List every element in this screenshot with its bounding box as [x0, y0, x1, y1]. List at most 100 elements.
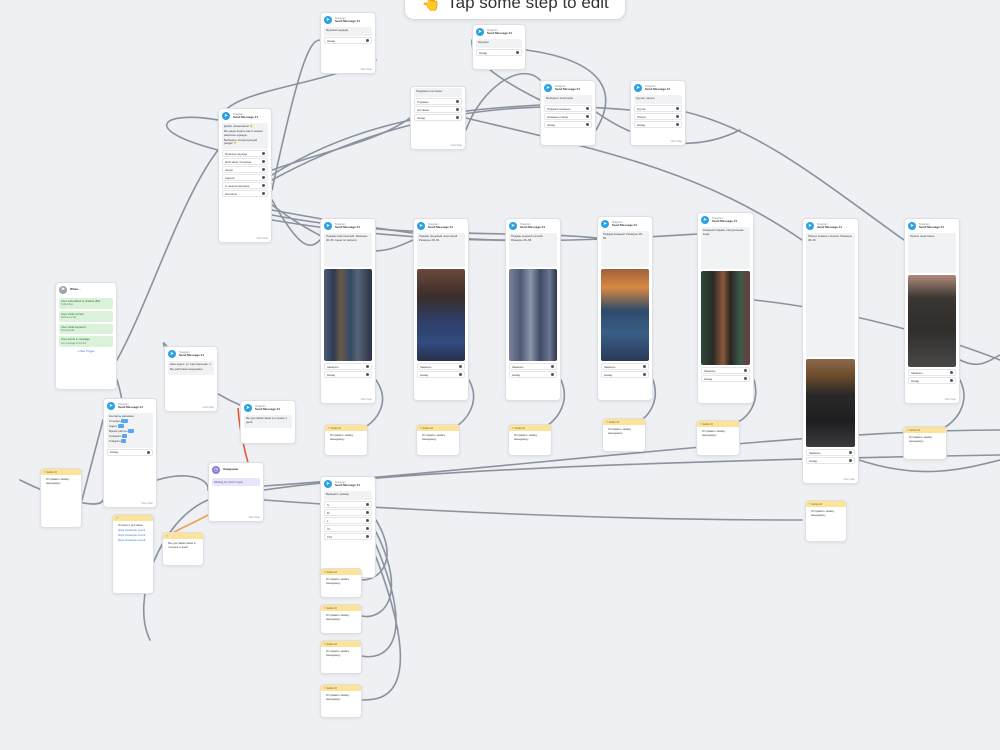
connector-dot[interactable] — [551, 373, 554, 376]
size-button[interactable]: S — [324, 501, 372, 509]
connector-dot[interactable] — [262, 160, 265, 164]
connector-dot[interactable] — [586, 107, 589, 111]
reply-button[interactable]: Назад — [544, 121, 592, 129]
size-button[interactable]: XXL — [324, 533, 372, 541]
action-node[interactable]: ⚡ Action # Отправить заявку менеджеру — [805, 500, 847, 542]
action-node[interactable]: ⚡ Action # Отправить заявку менеджеру — [696, 420, 740, 456]
message-node[interactable]: Пиджаки и костюмы Пиджаки Костюмы Назад … — [410, 86, 466, 150]
connector-dot[interactable] — [456, 100, 459, 104]
connector-dot[interactable] — [643, 373, 646, 376]
reply-button[interactable]: Назад — [324, 37, 372, 45]
reply-button[interactable]: Пиджаки кожаные — [544, 105, 592, 113]
reply-button[interactable]: Заказать — [324, 363, 372, 370]
connector-dot[interactable] — [262, 192, 265, 196]
reply-button[interactable]: Заказать — [806, 449, 855, 456]
menu-button[interactable]: Контакты — [222, 190, 268, 198]
connector-dot[interactable] — [849, 459, 852, 462]
connector-dot[interactable] — [456, 116, 459, 120]
reply-button[interactable]: Назад — [806, 457, 855, 464]
connector-dot[interactable] — [366, 527, 369, 531]
reply-button[interactable]: Назад — [417, 371, 465, 378]
connector-dot[interactable] — [551, 365, 554, 368]
menu-button[interactable]: О нашем магазине — [222, 182, 268, 190]
menu-button[interactable]: Мой заказ / Корзина — [222, 158, 268, 166]
connector-dot[interactable] — [366, 535, 369, 539]
connector-dot[interactable] — [366, 519, 369, 523]
reply-button[interactable]: Заказать — [701, 367, 750, 374]
action-node[interactable]: ⚡ Action #Отправить заявку менеджеру — [320, 568, 362, 598]
action-node[interactable]: ⚡ Action #Отправить заявку менеджеру — [320, 684, 362, 718]
connector-dot[interactable] — [676, 107, 679, 111]
reply-button[interactable]: Заказать — [601, 363, 649, 370]
connector-dot[interactable] — [366, 365, 369, 368]
link-text[interactable]: https://example.com/1 — [118, 528, 146, 533]
connector-dot[interactable] — [643, 365, 646, 368]
reply-button[interactable]: Назад — [324, 371, 372, 378]
link-text[interactable]: https://example.com/3 — [118, 538, 146, 543]
connector-dot[interactable] — [676, 115, 679, 119]
reply-button[interactable]: Назад — [908, 377, 956, 384]
connector-dot[interactable] — [459, 365, 462, 368]
connector-dot[interactable] — [459, 373, 462, 376]
connector-dot[interactable] — [456, 108, 459, 112]
reply-button[interactable]: Назад — [601, 371, 649, 378]
connector-dot[interactable] — [147, 450, 150, 454]
menu-button[interactable]: Адреса — [222, 174, 268, 182]
reply-button[interactable]: Пиджаки — [414, 98, 462, 106]
action-node[interactable]: ⚡ Мы доставим заказ в течение 2 дней — [162, 532, 204, 566]
reply-button[interactable]: Назад — [701, 375, 750, 382]
connector-dot[interactable] — [676, 123, 679, 127]
reply-button[interactable]: Назад — [107, 448, 153, 456]
reply-button[interactable]: Кожаные плащи — [544, 113, 592, 121]
size-button[interactable]: XL — [324, 525, 372, 533]
action-node[interactable]: ⚡ Action # Отправить заявку менеджеру — [324, 424, 368, 456]
action-node[interactable]: ⚡ Action #Отправить заявку менеджеру — [320, 604, 362, 634]
connector-dot[interactable] — [586, 115, 589, 119]
link-text[interactable]: https://example.com/2 — [118, 533, 146, 538]
connector-dot[interactable] — [262, 184, 265, 188]
reply-button[interactable]: Назад — [476, 49, 522, 57]
connector-dot[interactable] — [950, 379, 953, 382]
connector-dot[interactable] — [366, 39, 369, 43]
size-button[interactable]: M — [324, 509, 372, 517]
reply-button[interactable]: Заказать — [509, 363, 557, 370]
connector-dot[interactable] — [744, 377, 747, 380]
wait-node[interactable]: ◷Ожидание Waiting for User's reply Next … — [208, 462, 264, 522]
payment-node[interactable]: ⚡ Оплата и доставка https://example.com/… — [112, 514, 154, 594]
menu-button[interactable]: Мужская одежда — [222, 150, 268, 158]
action-node[interactable]: ⚡ Action # Отправить заявку менеджеру — [416, 424, 460, 456]
reply-button[interactable]: Назад — [634, 121, 682, 129]
menu-button[interactable]: Акции — [222, 166, 268, 174]
connector-dot[interactable] — [262, 168, 265, 172]
connector-dot[interactable] — [366, 373, 369, 376]
reply-button[interactable]: Костюмы — [414, 106, 462, 114]
action-node[interactable]: ⚡ Action # Отправить заявку менеджеру — [602, 418, 646, 452]
size-button[interactable]: L — [324, 517, 372, 525]
connector-dot[interactable] — [516, 51, 519, 55]
action-node[interactable]: ⚡ Action # Отправить заявку менеджеру — [40, 468, 82, 528]
add-trigger-button[interactable]: + New Trigger — [77, 349, 95, 354]
reply-button[interactable]: Заказать — [908, 369, 956, 376]
connector-dot[interactable] — [366, 511, 369, 515]
reply-button[interactable]: Заказать — [417, 363, 465, 370]
connector-dot[interactable] — [849, 451, 852, 454]
reply-button[interactable]: Назад — [509, 371, 557, 378]
